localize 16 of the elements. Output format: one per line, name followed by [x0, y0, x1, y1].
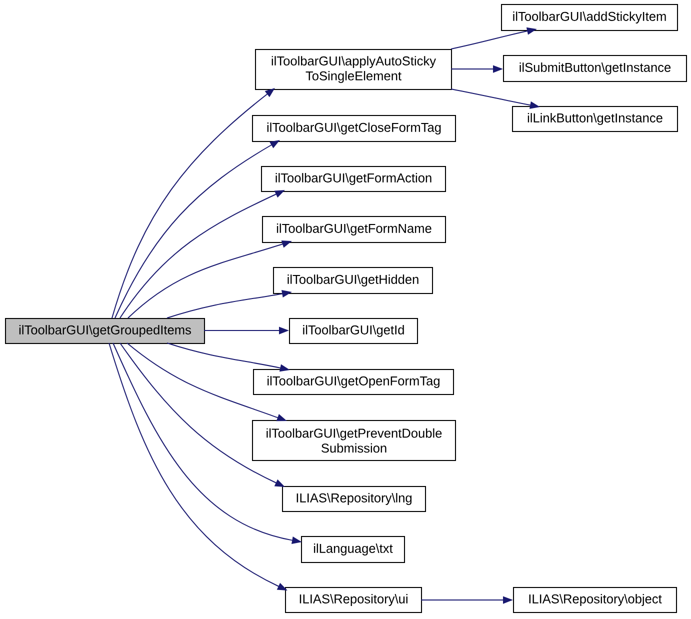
function-box: ilToolbarGUI\getCloseFormTag: [252, 115, 456, 142]
function-box: ilToolbarGUI\getId: [289, 318, 418, 344]
function-box: ilToolbarGUI\getHidden: [273, 267, 433, 294]
function-box: ilToolbarGUI\getPreventDouble Submission: [252, 420, 456, 461]
function-box: ILIAS\Repository\object: [513, 587, 677, 613]
function-box: ilToolbarGUI\addStickyItem: [501, 4, 678, 31]
function-box: ILIAS\Repository\ui: [285, 587, 422, 613]
function-box: ilToolbarGUI\getFormAction: [261, 166, 446, 192]
function-box: ilToolbarGUI\getGroupedItems: [5, 318, 205, 344]
function-box: ilSubmitButton\getInstance: [503, 55, 687, 82]
function-box: ilToolbarGUI\getOpenFormTag: [253, 369, 454, 395]
function-box: ilLinkButton\getInstance: [512, 106, 678, 132]
function-box: ILIAS\Repository\lng: [282, 486, 426, 512]
function-box: ilToolbarGUI\applyAutoSticky ToSingleElement: [255, 49, 452, 90]
function-box: ilToolbarGUI\getFormName: [262, 216, 446, 243]
function-box: ilLanguage\txt: [301, 536, 405, 563]
